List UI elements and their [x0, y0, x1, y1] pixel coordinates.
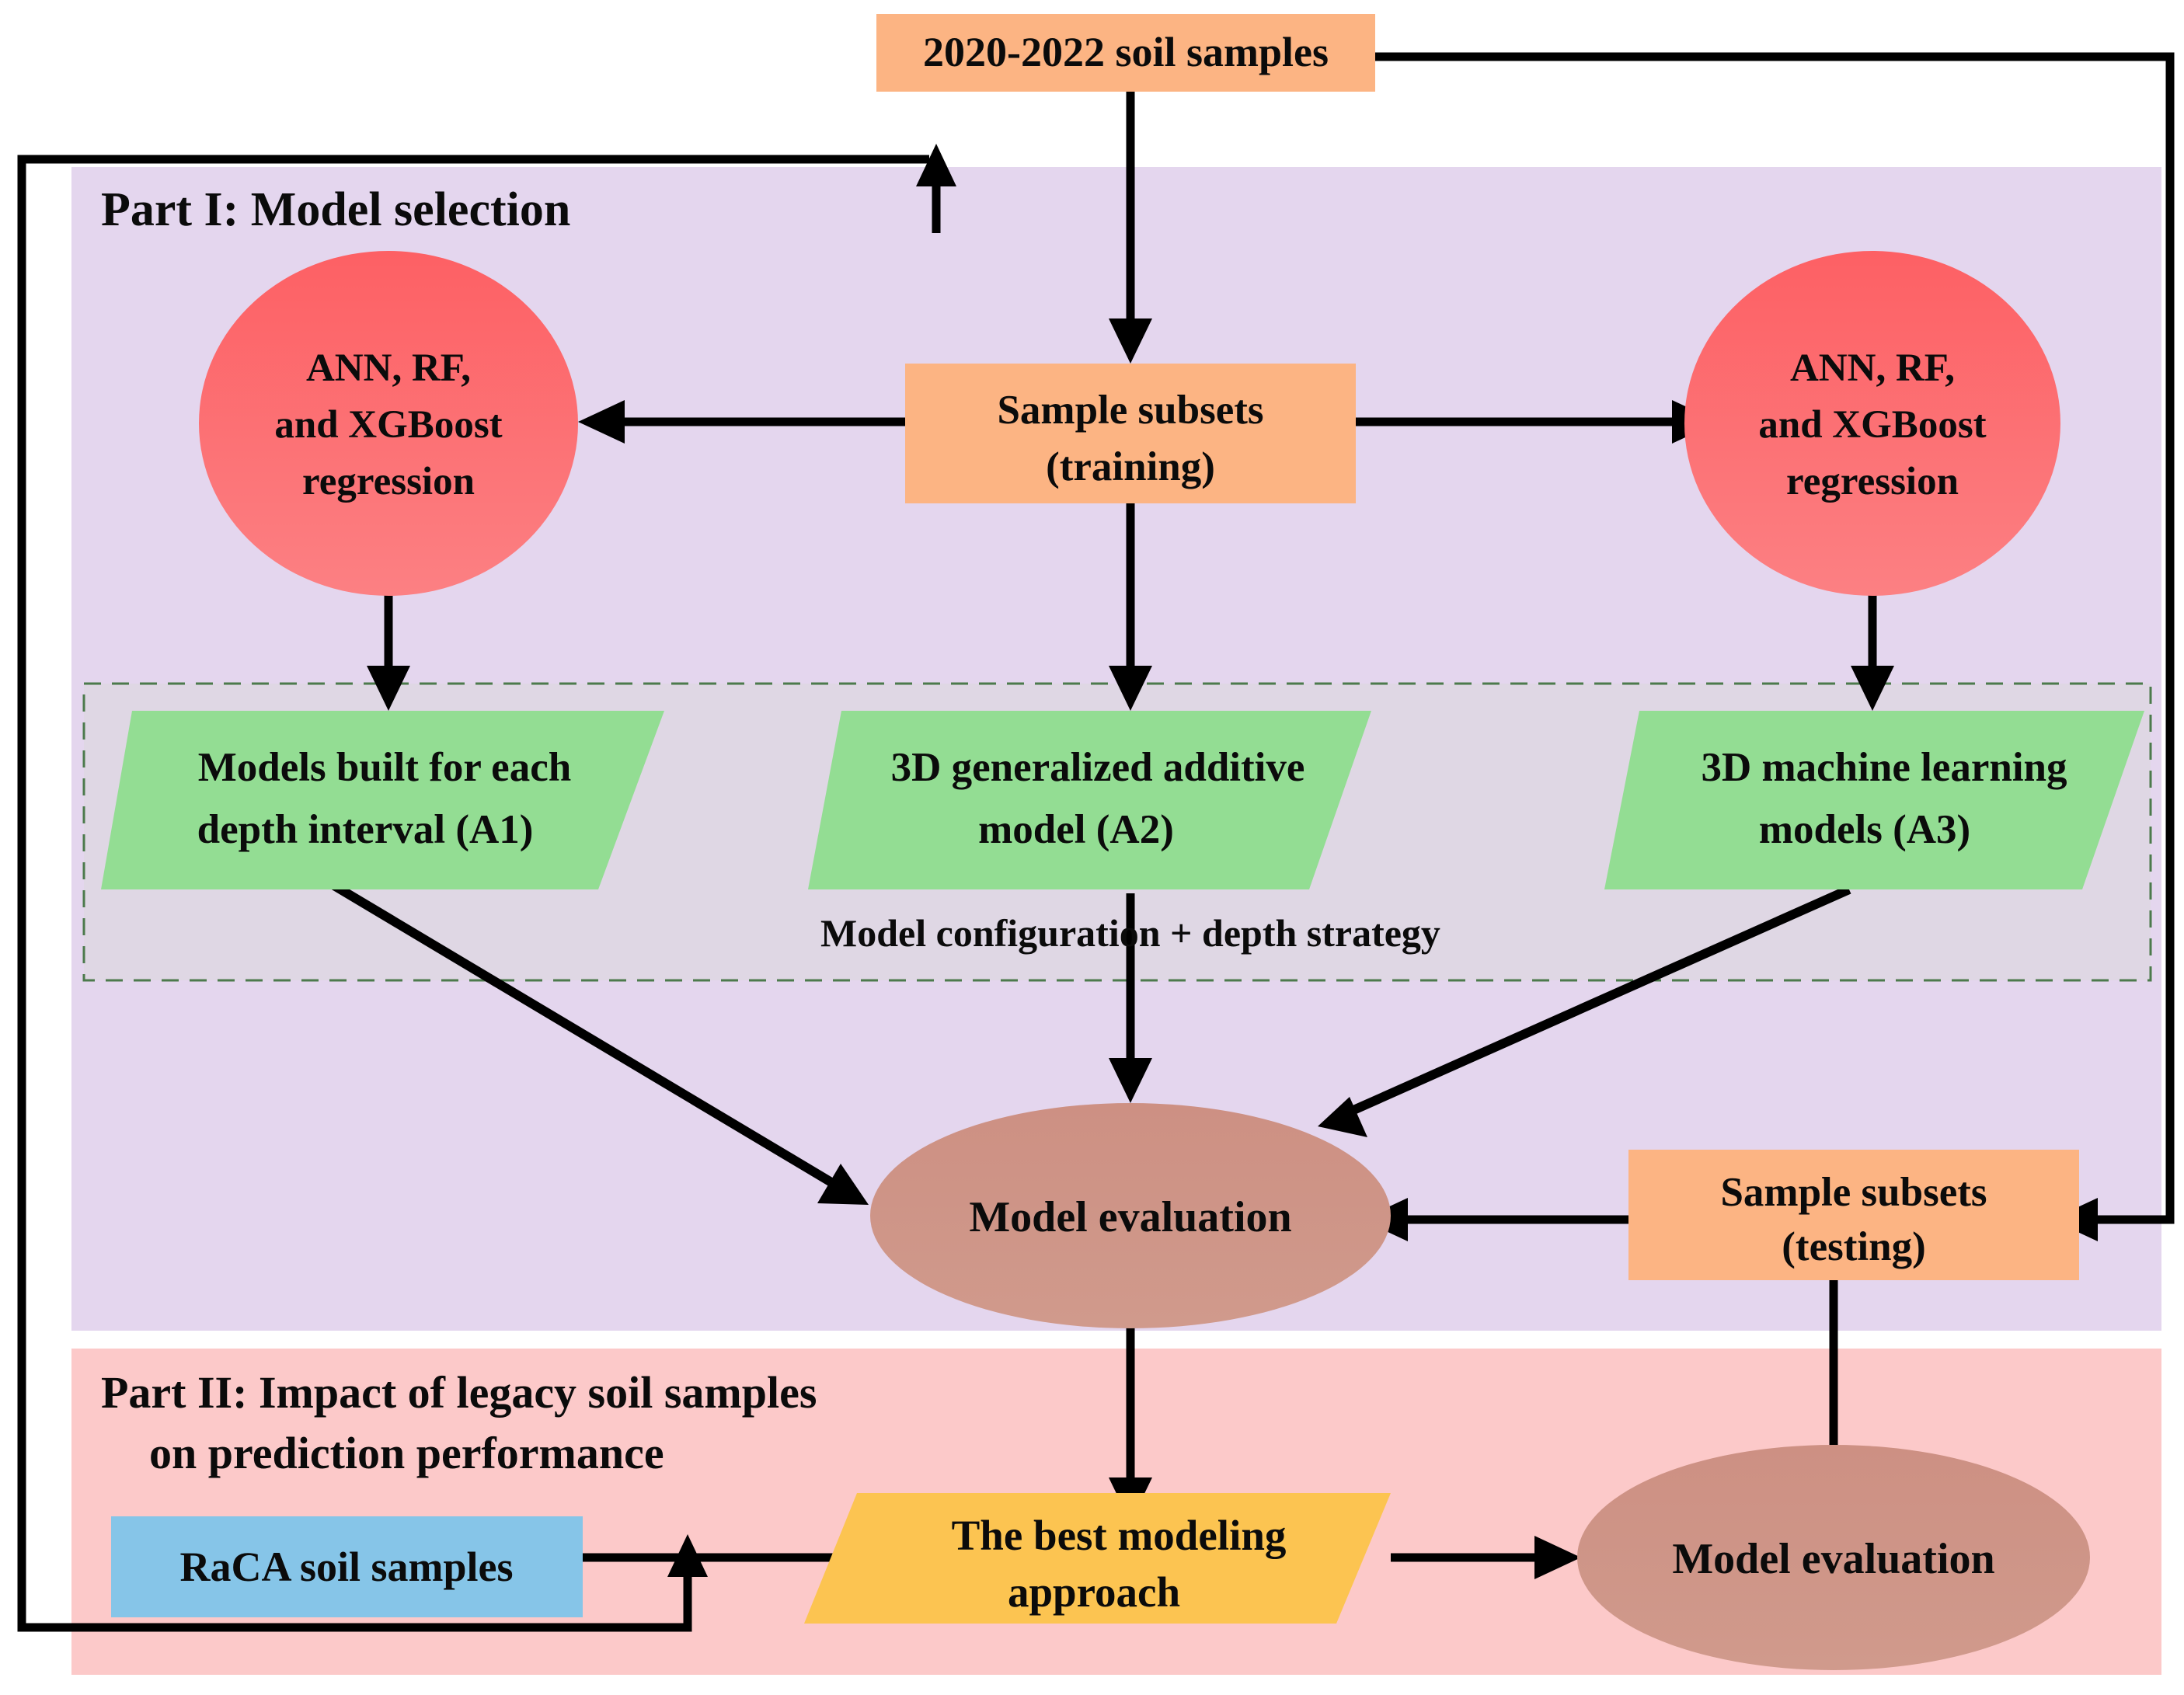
node-best-approach-label-2: approach [1008, 1568, 1180, 1616]
edge-a2-eval-arrowhead [1109, 1058, 1152, 1103]
edge-soil-to-testing [1375, 52, 2175, 1224]
node-regression-left-label-1: ANN, RF, [306, 346, 471, 390]
part2-title-line1: Part II: Impact of legacy soil samples [101, 1367, 817, 1418]
edge-soil-to-training-arrowhead [1109, 318, 1152, 364]
node-regression-right-label-3: regression [1786, 460, 1959, 503]
node-soil-samples[interactable] [876, 14, 1375, 92]
node-a1[interactable] [101, 711, 664, 889]
edge-a3-to-eval [1350, 885, 1851, 1115]
edge-training-a2-arrowhead [1109, 666, 1152, 711]
node-a2[interactable] [808, 711, 1371, 889]
part2-title-line2: on prediction performance [149, 1428, 664, 1478]
node-subsets-training[interactable] [905, 364, 1356, 503]
node-a3-label-2: models (A3) [1759, 807, 1970, 852]
node-a2-label-1: 3D generalized additive [891, 745, 1305, 790]
dashed-group-caption: Model configuration + depth strategy [820, 911, 1440, 955]
node-a1-label-2: depth interval (A1) [197, 807, 534, 852]
node-a2-label-2: model (A2) [978, 807, 1174, 852]
edge-best-eval2-arrowhead [1534, 1536, 1581, 1579]
edge-a1-eval-arrowhead [817, 1164, 869, 1205]
node-raca-label: RaCA soil samples [179, 1544, 513, 1590]
part1-title: Part I: Model selection [101, 183, 570, 236]
node-regression-left-label-3: regression [302, 460, 475, 503]
node-model-eval-2[interactable] [1577, 1445, 2090, 1670]
node-regression-left[interactable] [199, 251, 578, 596]
node-regression-right-label-2: and XGBoost [1758, 403, 1986, 447]
edge-a3-eval-arrowhead [1318, 1097, 1367, 1137]
node-subsets-testing[interactable] [1628, 1150, 2079, 1280]
node-best-approach[interactable] [804, 1493, 1391, 1624]
feedback-arrowhead-top [916, 144, 956, 186]
node-a3-label-1: 3D machine learning [1701, 745, 2067, 790]
edge-left-circle-a1-arrowhead [367, 666, 410, 711]
edge-right-circle-a3-arrowhead [1851, 666, 1894, 711]
node-model-eval-1[interactable] [870, 1103, 1391, 1328]
node-regression-left-label-2: and XGBoost [274, 403, 502, 447]
node-subsets-testing-label-2: (testing) [1782, 1224, 1925, 1269]
node-subsets-training-label-1: Sample subsets [997, 388, 1263, 433]
node-model-eval-1-label: Model evaluation [969, 1193, 1291, 1241]
node-best-approach-label-1: The best modeling [952, 1512, 1287, 1559]
node-a3[interactable] [1604, 711, 2144, 889]
node-model-eval-2-label: Model evaluation [1672, 1535, 1994, 1583]
node-raca[interactable] [111, 1516, 583, 1617]
edge-training-left-arrowhead [578, 400, 625, 444]
node-regression-right-label-1: ANN, RF, [1790, 346, 1955, 390]
edge-a1-to-eval [331, 881, 838, 1189]
node-subsets-training-label-2: (training) [1046, 444, 1215, 489]
node-a1-label-1: Models built for each [198, 745, 571, 790]
node-soil-samples-label: 2020-2022 soil samples [923, 29, 1329, 75]
node-regression-right[interactable] [1684, 251, 2060, 596]
node-subsets-testing-label-1: Sample subsets [1720, 1170, 1987, 1215]
